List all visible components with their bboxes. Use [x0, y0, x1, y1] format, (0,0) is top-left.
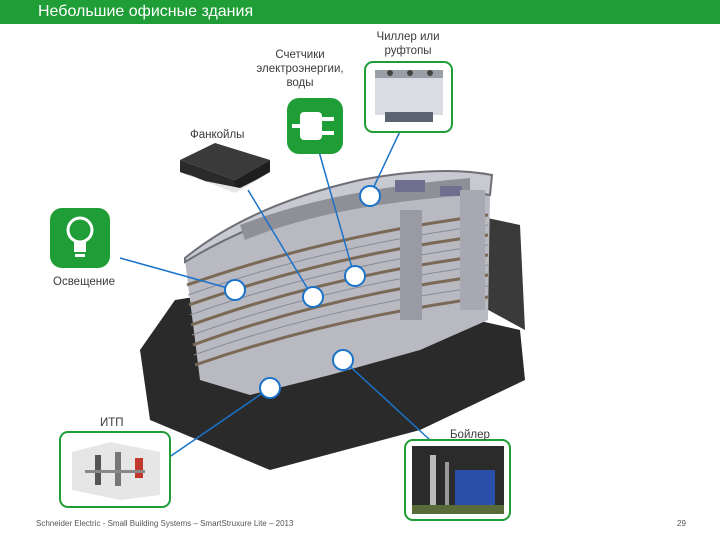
page-number: 29 — [677, 519, 686, 528]
connector-boiler — [342, 359, 431, 441]
building — [184, 170, 494, 395]
itp-image — [59, 431, 171, 508]
chiller-label: Чиллер или руфтопы — [376, 31, 440, 57]
fancoils-label: Фанкойлы — [190, 129, 245, 141]
slide-header: Небольшие офисные здания — [0, 0, 720, 24]
node-meters — [344, 265, 366, 287]
meters-label: Счетчики электроэнергии, воды — [256, 49, 344, 89]
connector-itp — [164, 387, 271, 461]
lighting-label: Освещение — [53, 276, 115, 288]
connector-lighting — [119, 257, 236, 291]
node-boiler — [332, 349, 354, 371]
itp-label: ИТП — [100, 417, 124, 429]
node-itp — [259, 377, 281, 399]
chiller-image — [364, 61, 453, 133]
node-lighting — [224, 279, 246, 301]
slide-title: Небольшие офисные здания — [38, 3, 254, 20]
node-chiller — [359, 185, 381, 207]
node-fancoils — [302, 286, 324, 308]
connector-fancoils — [247, 189, 313, 297]
plug-icon — [287, 98, 343, 154]
boiler-image — [404, 439, 511, 521]
boiler-label: Бойлер — [450, 429, 490, 441]
connector-meters — [317, 147, 355, 276]
fancoil-unit-image — [180, 143, 270, 193]
footer-text: Schneider Electric - Small Building Syst… — [36, 519, 294, 528]
lightbulb-icon — [50, 208, 110, 268]
